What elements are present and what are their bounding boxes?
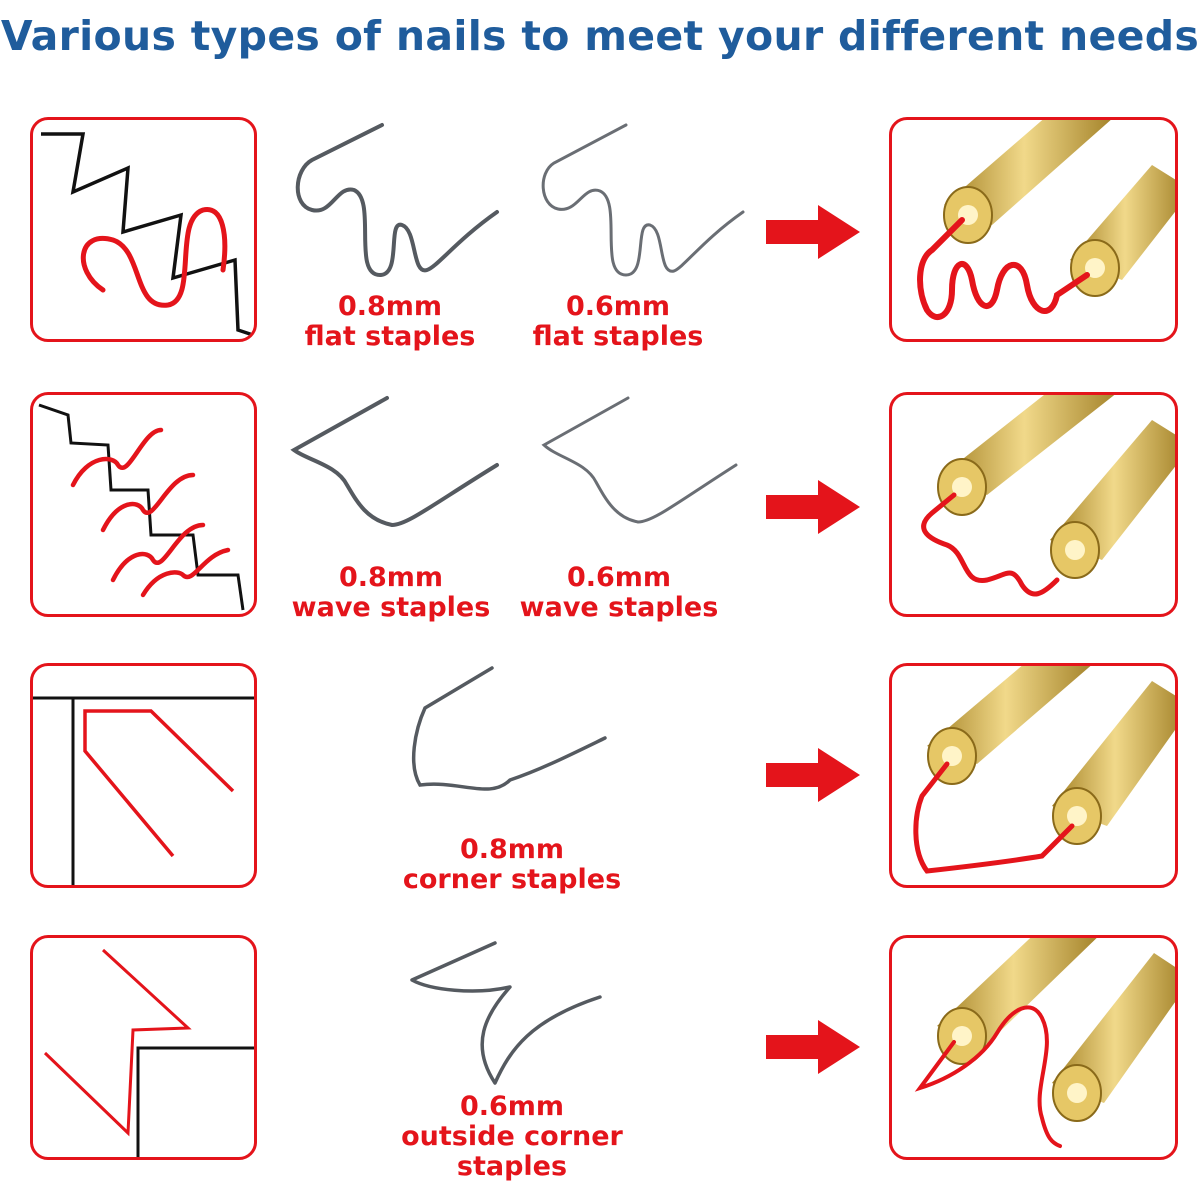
staple-flat-08-icon: [295, 123, 499, 278]
staple-outside-corner-06-icon: [410, 941, 602, 1085]
staple-name: wave staples: [291, 592, 491, 623]
arrow-right-icon: [766, 205, 860, 259]
welder-tip-corner: [889, 663, 1178, 888]
staple-name-line2: staples: [456, 1151, 568, 1182]
outside-corner-icon: [43, 948, 254, 1157]
label-outside-corner-06: 0.6mm outside corner staples: [382, 1092, 642, 1182]
staple-size: 0.8mm: [338, 562, 444, 593]
arrow-right-icon: [766, 1020, 860, 1074]
staple-wave-08-icon: [290, 396, 499, 528]
staple-size: 0.8mm: [337, 291, 443, 322]
page-title: Various types of nails to meet your diff…: [0, 12, 1200, 60]
staple-size: 0.6mm: [566, 562, 672, 593]
welder-tip-wave: [889, 392, 1178, 617]
welder-tip-icon: [917, 120, 1175, 320]
welder-tip-icon: [913, 666, 1175, 874]
inside-corner-icon: [33, 696, 254, 885]
staple-size: 0.6mm: [565, 291, 671, 322]
staple-name: corner staples: [402, 864, 622, 895]
outside-corner-diagram: [30, 935, 257, 1160]
welder-tip-flat: [889, 117, 1178, 342]
staple-name: flat staples: [532, 321, 704, 352]
crack-diagram-flat: [30, 117, 257, 342]
label-wave-06: 0.6mm wave staples: [510, 563, 728, 623]
welder-tip-icon: [921, 395, 1175, 597]
zigzag-crack-icon: [41, 132, 254, 337]
step-crack-icon: [38, 403, 245, 611]
staple-corner-08-icon: [411, 666, 607, 791]
label-flat-06: 0.6mm flat staples: [518, 292, 718, 352]
welder-tip-icon: [914, 938, 1175, 1148]
staple-size: 0.6mm: [459, 1091, 565, 1122]
arrow-right-icon: [766, 748, 860, 802]
welder-tip-outside-corner: [889, 935, 1178, 1160]
staple-wave-06-icon: [541, 396, 738, 524]
label-wave-08: 0.8mm wave staples: [282, 563, 500, 623]
staple-name: flat staples: [304, 321, 476, 352]
crack-diagram-wave: [30, 392, 257, 617]
staple-size: 0.8mm: [459, 834, 565, 865]
label-corner-08: 0.8mm corner staples: [382, 835, 642, 895]
staple-flat-06-icon: [541, 123, 745, 277]
staple-name: outside corner: [401, 1121, 623, 1152]
arrow-right-icon: [766, 480, 860, 534]
staple-name: wave staples: [519, 592, 719, 623]
corner-diagram: [30, 663, 257, 888]
label-flat-08: 0.8mm flat staples: [290, 292, 490, 352]
